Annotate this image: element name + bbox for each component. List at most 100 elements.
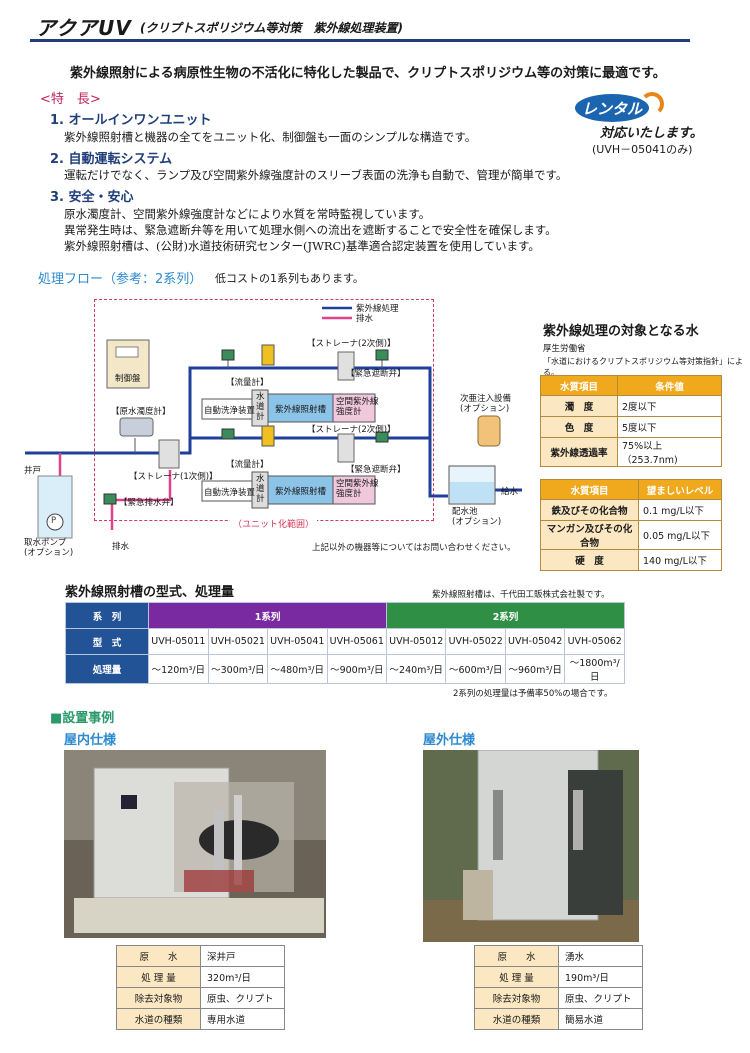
models-footnote: 2系列の処理量は予備率50%の場合です。 (453, 689, 613, 699)
shutoff-valve-1-icon (375, 349, 389, 361)
page-subtitle: (クリプトスポリジウム等対策 紫外線処理装置) (140, 21, 403, 35)
outdoor-title: 屋外仕様 (423, 733, 476, 748)
legend-drain-label: 排水 (356, 314, 374, 324)
emergency-drain-label: 【緊急排水弁】 (119, 498, 179, 508)
flowmeter-2-label: 【流量計】 (226, 460, 269, 470)
auto-wash-2-label: 自動洗浄装置 (204, 488, 256, 498)
table-row: 水道の種類 専用水道 (116, 1008, 285, 1030)
feature-desc-3b: 異常発生時は、緊急遮断弁等を用いて処理水側への流出を遮断することで安全性を確保し… (64, 223, 557, 237)
pump-letter: P (51, 516, 57, 526)
table-row: 紫外線透過率 75%以上（253.7nm) (540, 437, 722, 467)
page-title: アクアUV (36, 16, 132, 40)
strainer-2a-icon (337, 351, 355, 381)
drain-pipe (110, 470, 172, 530)
pump-icon (46, 513, 64, 531)
branch-pipe (188, 436, 430, 453)
strainer-1-label: 【ストレーナ(1次側)】 (129, 472, 218, 482)
auto-wash-1-label: 自動洗浄装置 (204, 406, 256, 416)
table-row: 原 水 湧水 (474, 945, 643, 967)
turbidity-label: 【原水濁度計】 (111, 407, 171, 417)
table-row: 系 列 1系列 2系列 (64, 602, 625, 629)
emergency-drain-valve-icon (103, 493, 117, 505)
flow-note: 上記以外の機器等についてはお問い合わせください。 (312, 543, 516, 553)
indoor-info-table: 原 水 深井戸 処 理 量 320m³/日 除去対象物 原虫、クリプト 水道の種… (116, 945, 285, 1030)
table-row: 濁 度 2度以下 (540, 395, 722, 417)
unit-range-label: （ユニット化範囲） (230, 517, 318, 530)
install-heading: ■設置事例 (50, 711, 115, 726)
table-row: マンガン及びその化合物 0.05 mg/L以下 (540, 520, 722, 550)
outdoor-info-table: 原 水 湧水 処 理 量 190m³/日 除去対象物 原虫、クリプト 水道の種類… (474, 945, 643, 1030)
wiper-1-label: 水 道 計 (256, 392, 265, 422)
water-quality-table-1: 水質項目 条件値 濁 度 2度以下 色 度 5度以下 紫外線透過率 75%以上（… (540, 375, 722, 467)
strainer-2a-label: 【ストレーナ(2次側)】 (307, 339, 396, 349)
water-quality-source: 厚生労働省 (543, 344, 586, 354)
drain-out-label: 排水 (112, 542, 130, 552)
table-row: 除去対象物 原虫、クリプト (116, 987, 285, 1009)
table-row: 型 式 UVH-05011 UVH-05021 UVH-05041 UVH-05… (64, 628, 625, 655)
outdoor-photo (423, 750, 639, 942)
water-quality-title: 紫外線処理の対象となる水 (543, 324, 699, 339)
flow-heading: 処理フロー（参考：2系列） (38, 272, 203, 287)
reservoir-label: 配水池 (オプション) (452, 507, 502, 527)
models-title: 紫外線照射槽の型式、処理量 (65, 585, 235, 600)
strainer-2b-label: 【ストレーナ(2次側)】 (307, 425, 396, 435)
shutoff-valve-2-icon (375, 431, 389, 443)
control-panel-label: 制御盤 (115, 374, 141, 384)
wiper-2-label: 水 道 計 (256, 474, 265, 504)
series-1-header: 1系列 (148, 602, 387, 629)
table-row: 硬 度 140 mg/L以下 (540, 549, 722, 571)
rental-text: 対応いたします。 (600, 126, 703, 141)
turbidity-meter-icon (119, 417, 154, 437)
indoor-title: 屋内仕様 (64, 733, 117, 748)
table-row: 除去対象物 原虫、クリプト (474, 987, 643, 1009)
uv-meter-1-label: 空間紫外線 強度計 (336, 397, 379, 417)
feature-title-2: 2. 自動運転システム (50, 152, 173, 167)
feature-title-3: 3. 安全・安心 (50, 190, 134, 205)
uv-tank-1-label: 紫外線照射槽 (275, 405, 327, 415)
feature-desc-3a: 原水濁度計、空間紫外線強度計などにより水質を常時監視しています。 (64, 207, 431, 221)
chlorine-label: 次亜注入設備 (オプション) (460, 394, 512, 414)
table-row: 処理量 ～120m³/日 ～300m³/日 ～480m³/日 ～900m³/日 … (64, 654, 625, 684)
shutoff-2-label: 【緊急遮断弁】 (346, 465, 406, 475)
indoor-photo (64, 750, 326, 938)
well-label: 井戸 (24, 466, 42, 476)
uv-meter-2-label: 空間紫外線 強度計 (336, 479, 379, 499)
wq1-header-value: 条件値 (617, 375, 722, 396)
table-row: 色 度 5度以下 (540, 416, 722, 438)
water-quality-guideline: 「水道におけるクリプトスポリジウム等対策指針」による。 (543, 357, 743, 377)
tagline: 紫外線照射による病原性生物の不活化に特化した製品で、クリプトスポリジウム等の対策… (70, 66, 666, 81)
wq2-header-item: 水質項目 (540, 479, 639, 500)
shutoff-1-label: 【緊急遮断弁】 (346, 369, 406, 379)
pump-label: 取水ポンプ (オプション) (24, 538, 74, 558)
models-table: 系 列 1系列 2系列 型 式 UVH-05011 UVH-05021 UVH-… (64, 602, 625, 684)
feature-desc-1: 紫外線照射槽と機器の全てをユニット化、制御盤も一面のシンプルな構造です。 (64, 130, 477, 144)
wq2-header-value: 望ましいレベル (638, 479, 722, 500)
legend-treated-label: 紫外線処理 (356, 304, 399, 314)
chlorine-tank-icon (477, 415, 501, 447)
feature-desc-3c: 紫外線照射槽は、(公財)水道技術研究センター(JWRC)基準適合認定装置を使用し… (64, 239, 540, 253)
supply-label: 給水 (501, 487, 519, 497)
flowmeter-2-icon (261, 425, 275, 447)
table-row: 原 水 深井戸 (116, 945, 285, 967)
main-pipe (180, 366, 448, 498)
water-quality-table-2: 水質項目 望ましいレベル 鉄及びその化合物 0.1 mg/L以下 マンガン及びそ… (540, 479, 722, 571)
feature-desc-2: 運転だけでなく、ランプ及び空間紫外線強度計のスリーブ表面の洗浄も自動で、管理が簡… (64, 168, 568, 182)
flowmeter-1-label: 【流量計】 (226, 378, 269, 388)
rental-arc-icon (640, 92, 664, 116)
flowmeter-1-icon (261, 344, 275, 366)
wq1-header-item: 水質項目 (540, 375, 618, 396)
rental-badge: レンタル (575, 94, 649, 122)
table-row: 鉄及びその化合物 0.1 mg/L以下 (540, 499, 722, 521)
strainer-1-icon (158, 439, 180, 469)
uv-meter-2-box (332, 475, 376, 505)
maker-note: 紫外線照射槽は、千代田工販株式会社製です。 (432, 590, 610, 600)
valve-icon (221, 349, 235, 361)
uv-tank-2-label: 紫外線照射槽 (275, 487, 327, 497)
uv-tank-1-box (267, 393, 334, 423)
table-row: 水道の種類 簡易水道 (474, 1008, 643, 1030)
table-row: 処 理 量 320m³/日 (116, 966, 285, 988)
table-row: 処 理 量 190m³/日 (474, 966, 643, 988)
feature-title-1: 1. オールインワンユニット (50, 113, 212, 128)
series-2-header: 2系列 (386, 602, 625, 629)
